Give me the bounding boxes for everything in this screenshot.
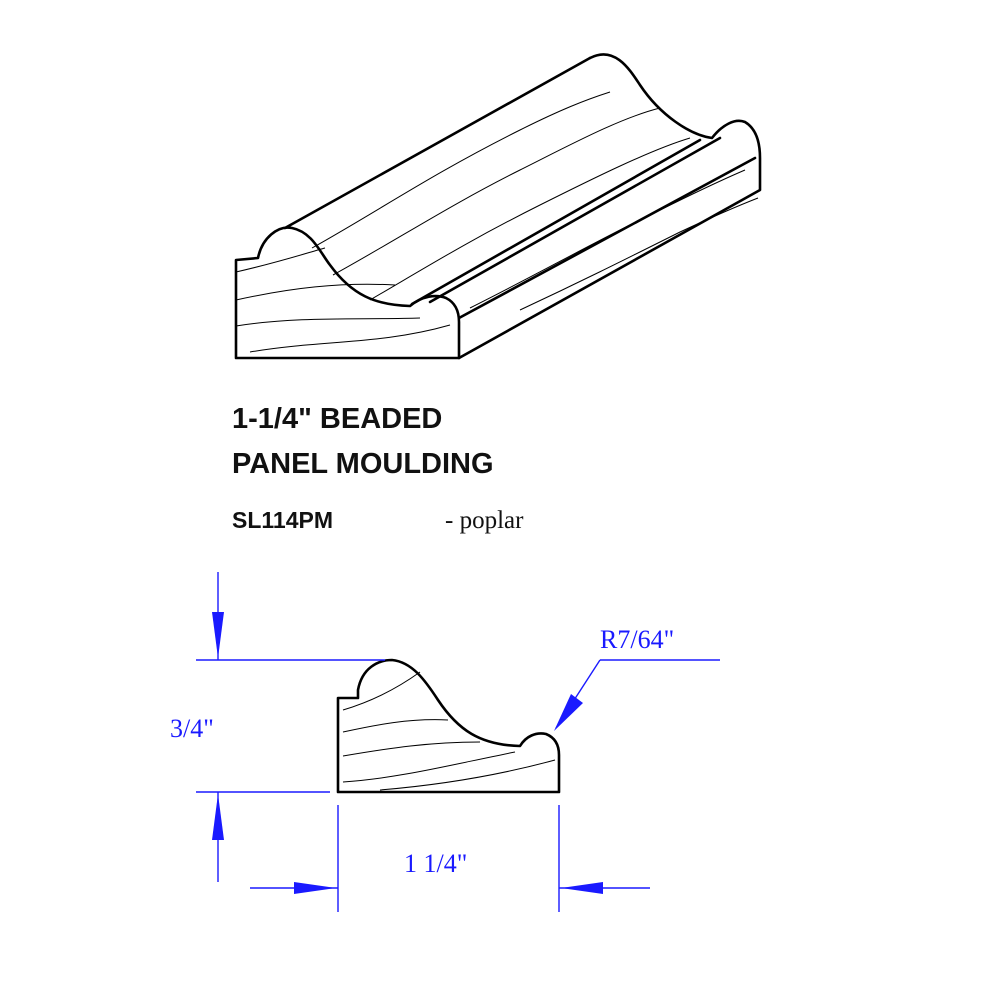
arrow-left-icon — [561, 882, 603, 894]
arrow-down-icon — [212, 612, 224, 658]
title-line-2: PANEL MOULDING — [232, 448, 494, 480]
product-label: 1-1/4" BEADED PANEL MOULDING SL114PM - p… — [232, 403, 524, 534]
product-code: SL114PM — [232, 507, 333, 533]
front-profile — [234, 226, 461, 360]
height-dimension: 3/4" — [170, 714, 214, 743]
title-line-1: 1-1/4" BEADED — [232, 403, 442, 435]
dimension-labels: 3/4" 1 1/4" R7/64" — [170, 625, 674, 878]
arrow-up-icon — [212, 794, 224, 840]
isometric-view — [234, 53, 762, 360]
top-surface-grain — [311, 91, 759, 311]
dimension-arrows — [212, 612, 603, 894]
wood-species: - poplar — [445, 507, 524, 534]
arrow-right-icon — [294, 882, 336, 894]
radius-arrow-icon — [554, 694, 583, 731]
width-dimension: 1 1/4" — [404, 849, 467, 878]
profile-view — [336, 658, 561, 794]
radius-dimension: R7/64" — [600, 625, 674, 654]
profile-grain — [342, 671, 556, 791]
profile-outline — [336, 658, 561, 794]
